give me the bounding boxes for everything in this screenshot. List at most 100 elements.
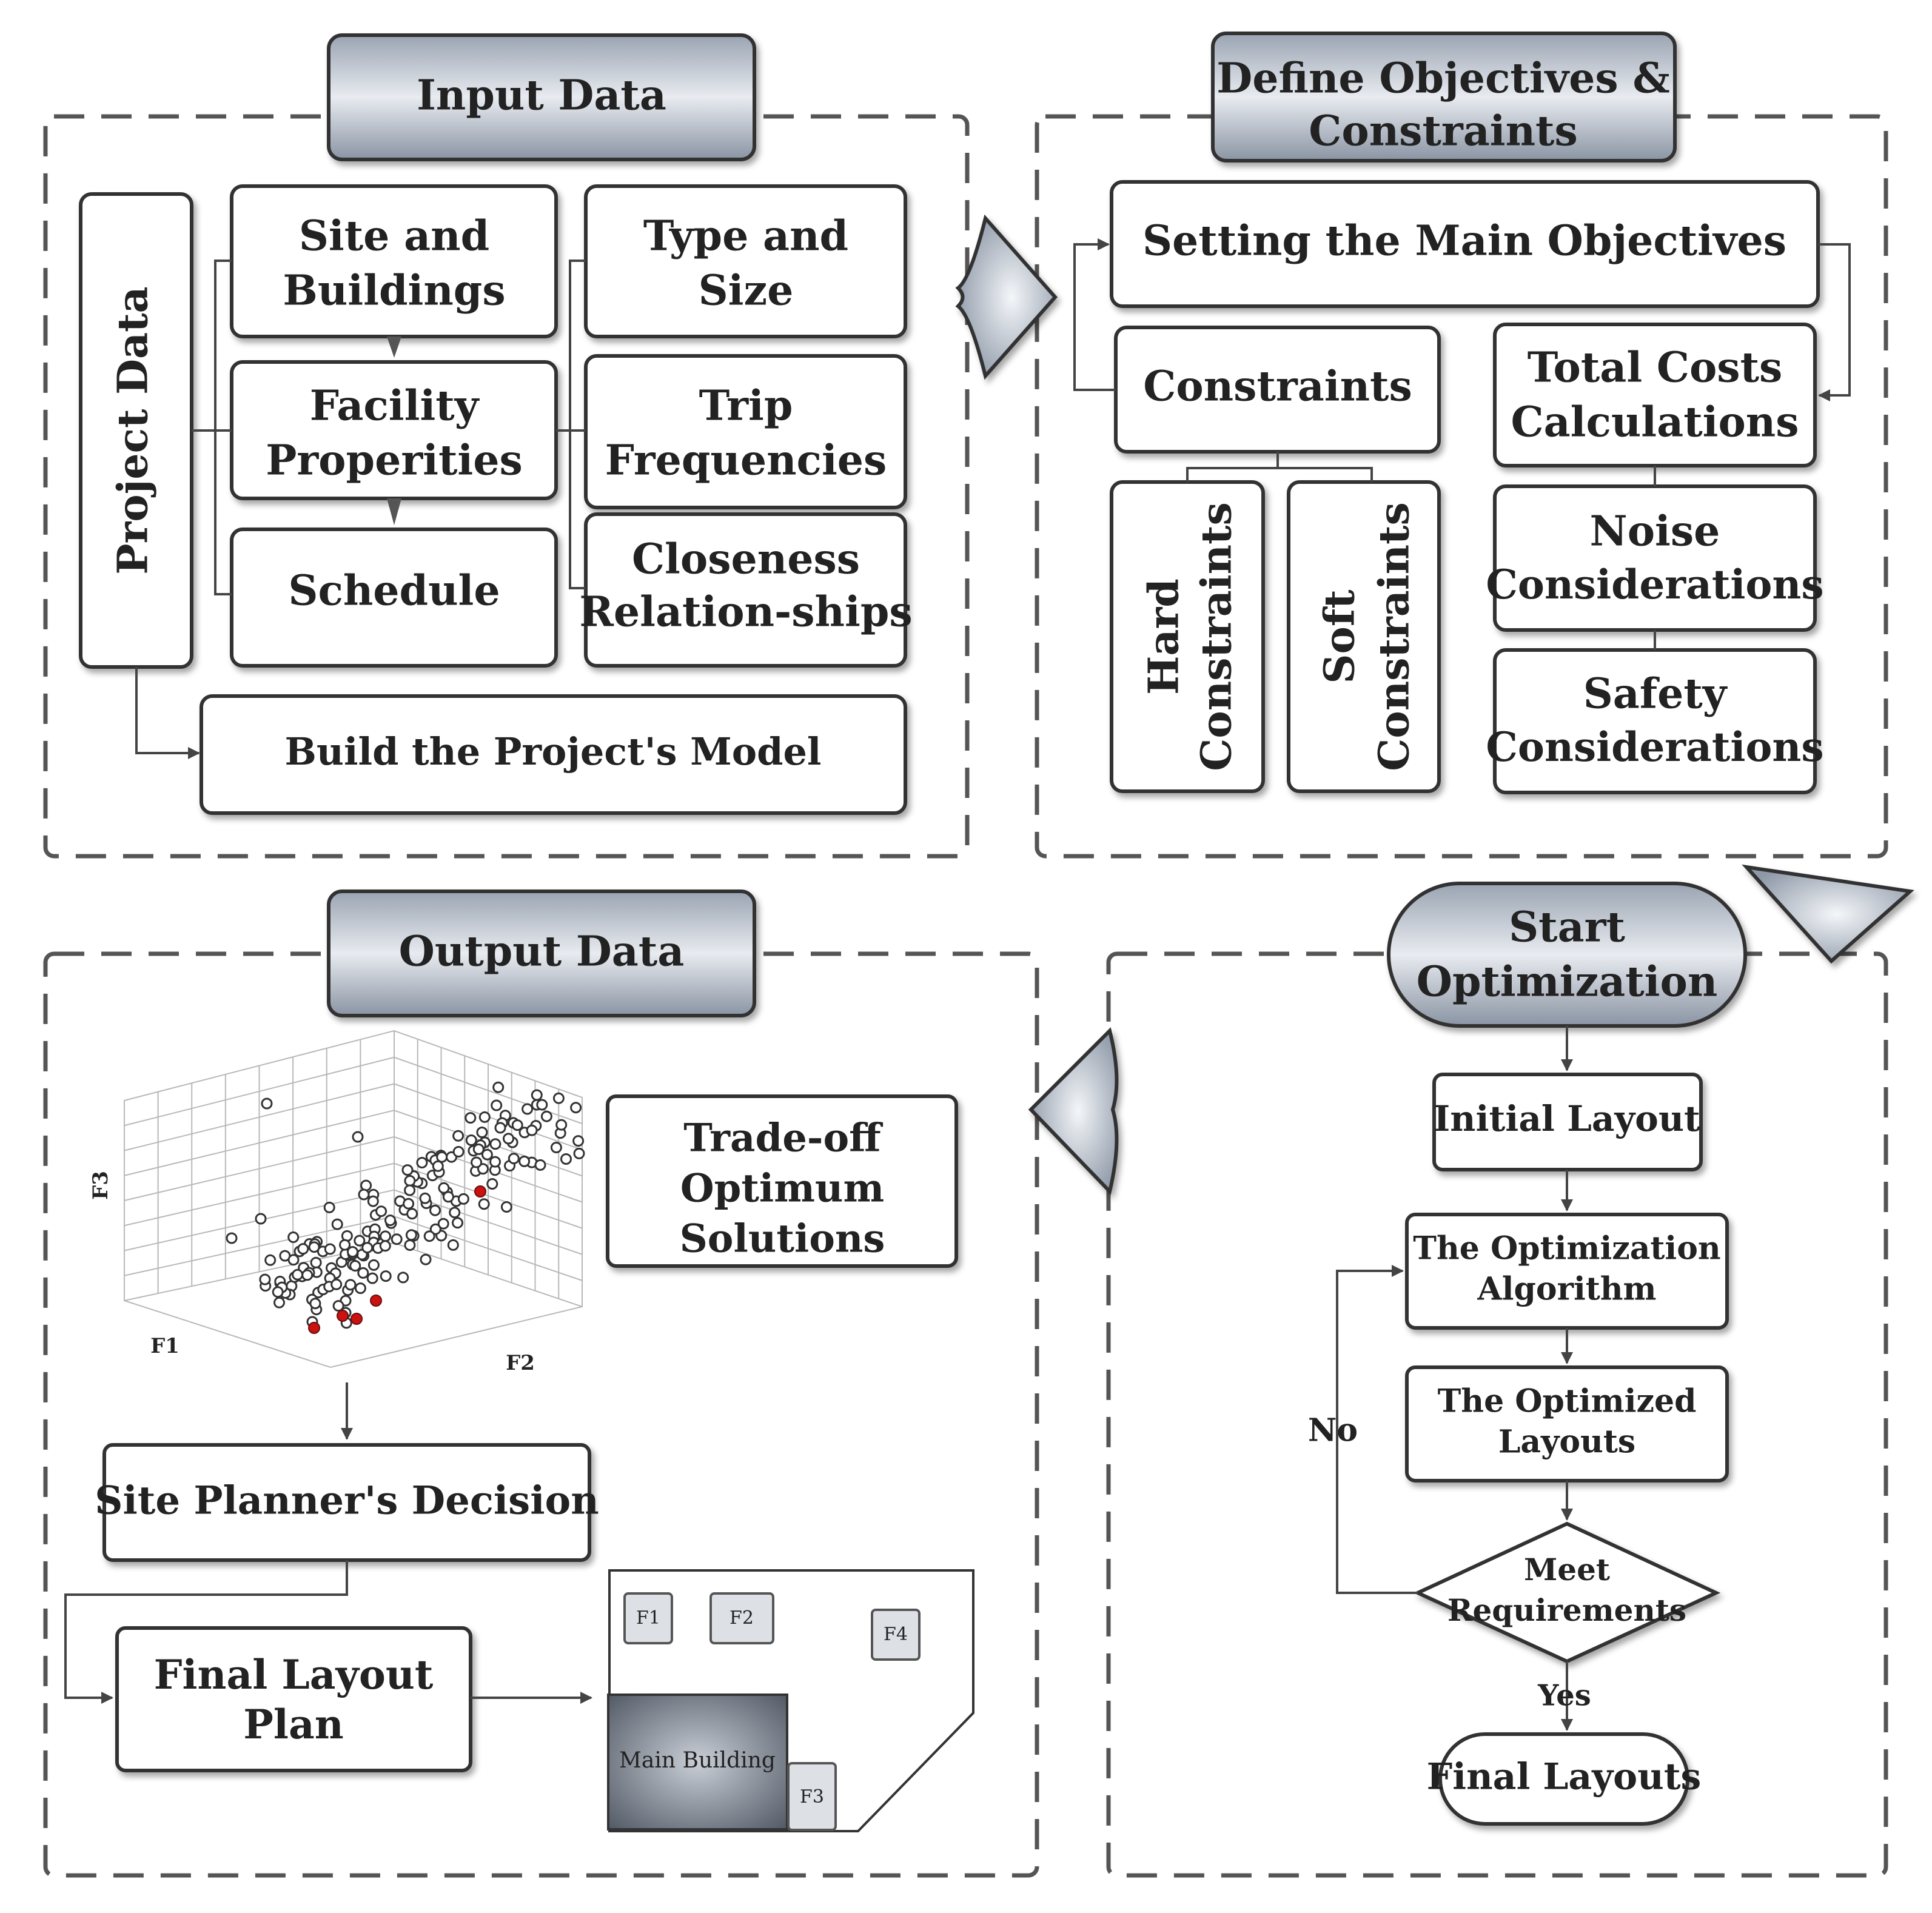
scatter-point	[352, 1131, 364, 1143]
soft-constraints-line2: Constraints	[1370, 502, 1419, 771]
final-plan-line1: Final Layout	[154, 1651, 434, 1698]
scatter-point	[391, 1233, 403, 1245]
schedule-label: Schedule	[288, 567, 500, 615]
scatter-point	[436, 1151, 448, 1163]
scatter-point	[494, 1122, 506, 1134]
soft-constraints-line1: Soft	[1316, 589, 1364, 684]
start-line1: Start	[1509, 903, 1625, 952]
input-data-title: Input Data	[417, 72, 666, 120]
facility-properties-line1: Facility	[310, 382, 480, 431]
initial-layout-label: Initial Layout	[1434, 1098, 1700, 1139]
scatter-point	[287, 1254, 300, 1266]
scatter-point	[339, 1239, 351, 1251]
algorithm-line2: Algorithm	[1477, 1271, 1656, 1308]
scatter-point	[471, 1156, 483, 1168]
axis-f3-label: F3	[89, 1171, 113, 1200]
selected-solution-point	[351, 1313, 363, 1325]
selected-solution-point	[337, 1310, 349, 1322]
scatter-point	[308, 1241, 320, 1253]
scatter-point	[511, 1119, 523, 1131]
scatter-point	[375, 1205, 387, 1218]
scatter-point	[570, 1102, 582, 1114]
scatter-point	[261, 1097, 273, 1110]
scatter-point	[478, 1111, 491, 1123]
optimized-layouts-line2: Layouts	[1498, 1424, 1635, 1461]
tradeoff-line3: Solutions	[680, 1216, 885, 1262]
constraints-label: Constraints	[1143, 363, 1412, 411]
scatter-point	[384, 1214, 396, 1227]
facility-f3	[787, 1762, 837, 1831]
scatter-point	[332, 1300, 344, 1312]
scatter-point	[347, 1246, 358, 1258]
site-buildings-line1: Site and	[299, 212, 489, 261]
arrow-down-small-icon	[387, 498, 401, 525]
build-model-label: Build the Project's Model	[285, 729, 822, 774]
arrow-down-small-icon	[387, 337, 401, 358]
scatter-point	[273, 1296, 285, 1308]
scatter-point	[526, 1124, 538, 1136]
site-buildings-line2: Buildings	[283, 267, 505, 315]
hard-constraints-line2: Constraints	[1193, 502, 1241, 771]
scatter-point	[442, 1191, 454, 1203]
axis-f2-label: F2	[506, 1351, 535, 1375]
scatter-point	[508, 1153, 520, 1165]
scatter-point	[465, 1134, 477, 1146]
objectives-section-frame	[1035, 114, 1888, 859]
scatter-point	[361, 1242, 374, 1254]
scatter-point	[522, 1103, 534, 1115]
pareto-scatter-plot: F3 F1 F2	[89, 1030, 585, 1375]
facility-properties-line2: Properities	[266, 437, 523, 485]
yes-label: Yes	[1537, 1679, 1591, 1713]
facility-f4-label: F4	[884, 1624, 908, 1645]
noise-line2: Considerations	[1486, 561, 1823, 608]
scatter-point	[226, 1232, 238, 1244]
scatter-point	[534, 1159, 546, 1171]
scatter-point	[272, 1286, 284, 1298]
scatter-point	[297, 1243, 309, 1255]
facility-f3-label: F3	[800, 1786, 824, 1807]
scatter-point	[404, 1184, 416, 1196]
scatter-point	[403, 1198, 415, 1210]
trip-frequencies-line2: Frequencies	[605, 437, 887, 485]
tradeoff-line1: Trade-off	[683, 1116, 883, 1161]
facility-f1-label: F1	[636, 1607, 660, 1629]
start-line2: Optimization	[1417, 958, 1718, 1007]
facility-f2	[709, 1592, 774, 1644]
scatter-point	[429, 1204, 441, 1216]
scatter-point	[573, 1147, 585, 1159]
scatter-point	[503, 1133, 514, 1145]
scatter-point	[492, 1081, 505, 1093]
scatter-point	[344, 1279, 357, 1291]
scatter-point	[432, 1160, 444, 1172]
scatter-point	[405, 1229, 417, 1241]
total-costs-line1: Total Costs	[1528, 344, 1783, 392]
axis-f1-label: F1	[150, 1334, 179, 1358]
output-data-header	[327, 889, 756, 1017]
input-data-header	[327, 33, 756, 161]
objectives-header	[1211, 32, 1677, 162]
scatter-point	[380, 1230, 391, 1242]
scatter-point	[518, 1155, 531, 1167]
final-plan-line2: Plan	[243, 1701, 343, 1748]
meet-requirements-line2: Requirements	[1447, 1592, 1686, 1628]
scatter-point	[324, 1243, 336, 1255]
facility-f2-label: F2	[730, 1607, 754, 1629]
safety-line1: Safety	[1583, 670, 1728, 719]
arrow-left-icon	[1028, 1027, 1119, 1196]
scatter-point	[540, 1110, 552, 1122]
tradeoff-line2: Optimum	[680, 1166, 884, 1211]
scatter-point	[481, 1148, 493, 1161]
scatter-point	[404, 1174, 416, 1187]
scatter-point	[323, 1201, 335, 1213]
no-label: No	[1308, 1412, 1358, 1449]
scatter-point	[259, 1273, 271, 1285]
output-data-title: Output Data	[399, 928, 685, 976]
objectives-title-line2: Constraints	[1309, 107, 1577, 156]
scatter-point	[366, 1272, 378, 1284]
objectives-title-line1: Define Objectives &	[1216, 55, 1669, 103]
meet-requirements-line1: Meet	[1524, 1552, 1610, 1587]
scatter-point	[560, 1153, 572, 1165]
scatter-point	[255, 1213, 267, 1225]
scatter-point	[572, 1135, 585, 1147]
scatter-point	[292, 1268, 304, 1281]
